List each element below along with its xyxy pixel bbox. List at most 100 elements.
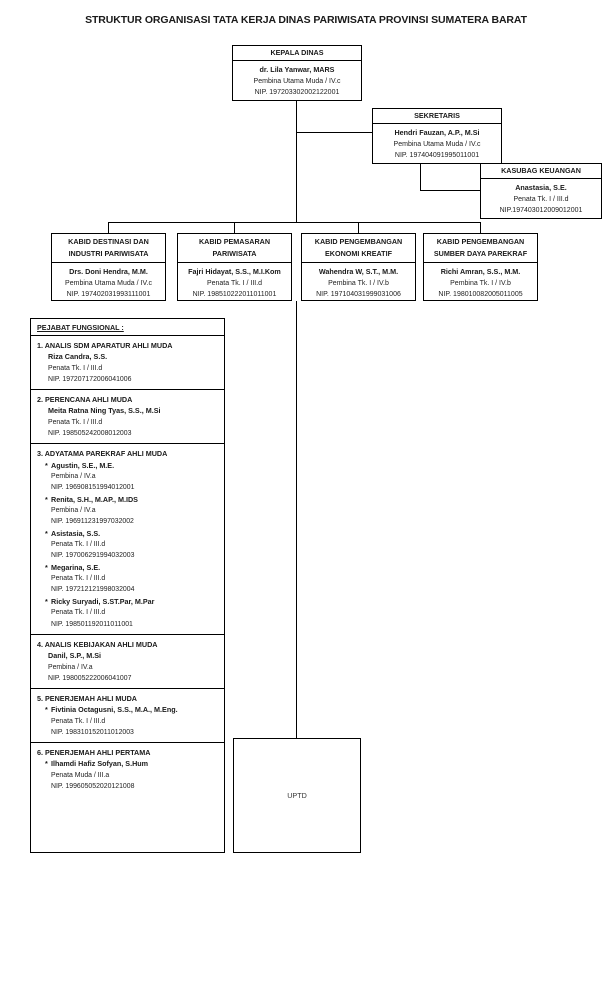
panel-pejabat-fungsional-heading: PEJABAT FUNGSIONAL : bbox=[31, 319, 224, 336]
fungsional-person-name: *Renita, S.H., M.AP., M.IDS bbox=[45, 494, 224, 506]
node-uptd-label: UPTD bbox=[287, 791, 307, 800]
fungsional-person: *Asistasia, S.S. Penata Tk. I / III.d NI… bbox=[31, 528, 224, 562]
fungsional-person-name-text: Asistasia, S.S. bbox=[51, 528, 101, 538]
fungsional-group-title: 5. PENERJEMAH AHLI MUDA bbox=[37, 693, 137, 703]
fungsional-person-name-text: Ricky Suryadi, S.ST.Par, M.Par bbox=[51, 596, 155, 606]
fungsional-person-name: *Ilhamdi Hafiz Sofyan, S.Hum bbox=[45, 758, 224, 770]
node-kepala-dinas-name: dr. Lila Yanwar, MARS bbox=[259, 65, 335, 74]
fungsional-person-name: *Megarina, S.E. bbox=[45, 562, 224, 574]
fungsional-person-rank: Penata Tk. I / III.d bbox=[51, 717, 106, 725]
node-bidang-4-body: Richi Amran, S.S., M.M. Pembina Tk. I / … bbox=[424, 263, 537, 300]
fungsional-group: 5. PENERJEMAH AHLI MUDA *Fivtinia Octagu… bbox=[31, 689, 224, 744]
node-kasubag-keuangan-heading: KASUBAG KEUANGAN bbox=[481, 164, 601, 179]
node-bidang-3-heading-line2: EKONOMI KREATIF bbox=[325, 249, 392, 258]
node-bidang-4-rank: Pembina Tk. I / IV.b bbox=[450, 279, 511, 287]
connector-kepala-to-sekretaris bbox=[296, 132, 373, 134]
connector-bidang-drop-1 bbox=[108, 222, 110, 234]
fungsional-person-nip: NIP. 198501192011011001 bbox=[51, 620, 133, 628]
fungsional-person-rank: Penata Tk. I / III.d bbox=[48, 364, 103, 372]
fungsional-group: 2. PERENCANA AHLI MUDA Meita Ratna Ning … bbox=[31, 390, 224, 445]
node-kasubag-keuangan[interactable]: KASUBAG KEUANGAN Anastasia, S.E. Penata … bbox=[480, 163, 602, 219]
node-kasubag-keuangan-nip: NIP.197403012009012001 bbox=[499, 206, 583, 214]
fungsional-person: *Ricky Suryadi, S.ST.Par, M.Par Penata T… bbox=[31, 596, 224, 630]
bullet-asterisk: * bbox=[45, 596, 48, 606]
fungsional-person-nip: NIP. 197212121998032004 bbox=[51, 586, 135, 594]
fungsional-person-name-text: Fivtinia Octagusni, S.S., M.A., M.Eng. bbox=[51, 705, 178, 715]
node-kepala-dinas-nip: NIP. 197203302002122001 bbox=[254, 88, 340, 96]
fungsional-group-title: 3. ADYATAMA PAREKRAF AHLI MUDA bbox=[37, 449, 168, 459]
node-bidang-1-rank: Pembina Utama Muda / IV.c bbox=[65, 279, 152, 287]
node-kasubag-keuangan-name: Anastasia, S.E. bbox=[515, 183, 567, 192]
node-bidang-4-heading-line1: KABID PENGEMBANGAN bbox=[436, 237, 525, 247]
fungsional-group: 6. PENERJEMAH AHLI PERTAMA *Ilhamdi Hafi… bbox=[31, 743, 224, 796]
fungsional-person: *Agustin, S.E., M.E. Pembina / IV.a NIP.… bbox=[31, 460, 224, 494]
fungsional-person: *Fivtinia Octagusni, S.S., M.A., M.Eng. … bbox=[31, 704, 224, 738]
fungsional-group: 1. ANALIS SDM APARATUR AHLI MUDA Riza Ca… bbox=[31, 336, 224, 391]
fungsional-person-name-text: Agustin, S.E., M.E. bbox=[51, 460, 115, 470]
fungsional-person-name-text: Ilhamdi Hafiz Sofyan, S.Hum bbox=[51, 759, 149, 769]
fungsional-group: 4. ANALIS KEBIJAKAN AHLI MUDA Danil, S.P… bbox=[31, 635, 224, 689]
connector-bidang-drop-2 bbox=[234, 222, 236, 234]
node-kepala-dinas-rank: Pembina Utama Muda / IV.c bbox=[253, 77, 341, 85]
fungsional-person-nip: NIP. 196908151994012001 bbox=[51, 484, 135, 492]
node-bidang-3-heading-line1: KABID PENGEMBANGAN bbox=[314, 237, 403, 247]
node-bidang-4-heading-line2: SUMBER DAYA PAREKRAF bbox=[433, 249, 528, 258]
node-bidang-4-nip: NIP. 198010082005011005 bbox=[438, 290, 523, 298]
connector-bidang-drop-3 bbox=[358, 222, 360, 234]
fungsional-person-nip: NIP. 198310152011012003 bbox=[51, 728, 134, 736]
fungsional-person: *Renita, S.H., M.AP., M.IDS Pembina / IV… bbox=[31, 494, 224, 528]
bullet-asterisk: * bbox=[45, 460, 48, 470]
node-kepala-dinas-body: dr. Lila Yanwar, MARS Pembina Utama Muda… bbox=[233, 61, 361, 98]
node-kasubag-keuangan-rank: Penata Tk. I / III.d bbox=[513, 195, 569, 203]
node-sekretaris-name: Hendri Fauzan, A.P., M.Si bbox=[394, 128, 480, 137]
fungsional-person: Meita Ratna Ning Tyas, S.S., M.Si Penata… bbox=[31, 405, 224, 439]
pejabat-fungsional-groups: 1. ANALIS SDM APARATUR AHLI MUDA Riza Ca… bbox=[31, 336, 224, 796]
node-bidang-3[interactable]: KABID PENGEMBANGAN EKONOMI KREATIF Wahen… bbox=[301, 233, 416, 301]
fungsional-person: Riza Candra, S.S. Penata Tk. I / III.d N… bbox=[31, 351, 224, 385]
fungsional-person-rank: Pembina / IV.a bbox=[51, 473, 96, 481]
bullet-asterisk: * bbox=[45, 705, 48, 715]
node-bidang-1[interactable]: KABID DESTINASI DAN INDUSTRI PARIWISATA … bbox=[51, 233, 166, 301]
fungsional-person-rank: Penata Tk. I / III.d bbox=[51, 575, 106, 583]
node-bidang-4-name: Richi Amran, S.S., M.M. bbox=[440, 267, 521, 276]
node-bidang-1-name: Drs. Doni Hendra, M.M. bbox=[69, 267, 148, 276]
fungsional-person-name-text: Renita, S.H., M.AP., M.IDS bbox=[51, 494, 138, 504]
fungsional-group-title: 6. PENERJEMAH AHLI PERTAMA bbox=[37, 748, 151, 758]
fungsional-group-title: 2. PERENCANA AHLI MUDA bbox=[37, 395, 133, 405]
node-kepala-dinas-heading: KEPALA DINAS bbox=[233, 46, 361, 61]
fungsional-person-name: *Agustin, S.E., M.E. bbox=[45, 460, 224, 472]
fungsional-person-nip: NIP. 198005222006041007 bbox=[48, 674, 132, 682]
node-bidang-2-nip: NIP. 198510222011011001 bbox=[192, 290, 277, 298]
node-bidang-3-name: Wahendra W, S.T., M.M. bbox=[318, 267, 399, 276]
node-uptd[interactable]: UPTD bbox=[233, 738, 361, 853]
node-bidang-2-heading-line1: KABID PEMASARAN bbox=[198, 237, 271, 247]
fungsional-group-title: 1. ANALIS SDM APARATUR AHLI MUDA bbox=[37, 341, 173, 350]
node-bidang-2-body: Fajri Hidayat, S.S., M.I.Kom Penata Tk. … bbox=[178, 263, 291, 300]
fungsional-person-nip: NIP. 199605052020121008 bbox=[51, 783, 135, 791]
node-kepala-dinas[interactable]: KEPALA DINAS dr. Lila Yanwar, MARS Pembi… bbox=[232, 45, 362, 101]
node-bidang-3-nip: NIP. 197104031999031006 bbox=[316, 290, 401, 298]
fungsional-person-name: *Fivtinia Octagusni, S.S., M.A., M.Eng. bbox=[45, 704, 224, 716]
node-bidang-3-heading: KABID PENGEMBANGAN EKONOMI KREATIF bbox=[302, 234, 415, 263]
node-sekretaris-nip: NIP. 197404091995011001 bbox=[394, 151, 480, 159]
fungsional-group-title: 4. ANALIS KEBIJAKAN AHLI MUDA bbox=[37, 639, 158, 649]
panel-pejabat-fungsional: PEJABAT FUNGSIONAL : 1. ANALIS SDM APARA… bbox=[30, 318, 225, 853]
node-bidang-2[interactable]: KABID PEMASARAN PARIWISATA Fajri Hidayat… bbox=[177, 233, 292, 301]
fungsional-person-nip: NIP. 197207172006041006 bbox=[48, 376, 132, 383]
node-bidang-1-heading-line1: KABID DESTINASI DAN bbox=[68, 237, 149, 247]
node-bidang-4[interactable]: KABID PENGEMBANGAN SUMBER DAYA PAREKRAF … bbox=[423, 233, 538, 301]
fungsional-group: 3. ADYATAMA PAREKRAF AHLI MUDA *Agustin,… bbox=[31, 444, 224, 635]
fungsional-person: *Megarina, S.E. Penata Tk. I / III.d NIP… bbox=[31, 562, 224, 596]
node-sekretaris-body: Hendri Fauzan, A.P., M.Si Pembina Utama … bbox=[373, 124, 501, 161]
bullet-asterisk: * bbox=[45, 562, 48, 572]
fungsional-person-name: Danil, S.P., M.Si bbox=[48, 650, 101, 660]
fungsional-person-rank: Penata Tk. I / III.d bbox=[51, 609, 106, 617]
node-bidang-1-nip: NIP. 197402031993111001 bbox=[66, 290, 151, 298]
node-sekretaris-rank: Pembina Utama Muda / IV.c bbox=[393, 140, 481, 148]
node-sekretaris[interactable]: SEKRETARIS Hendri Fauzan, A.P., M.Si Pem… bbox=[372, 108, 502, 164]
node-bidang-2-name: Fajri Hidayat, S.S., M.I.Kom bbox=[188, 267, 281, 276]
bullet-asterisk: * bbox=[45, 494, 48, 504]
node-bidang-1-heading: KABID DESTINASI DAN INDUSTRI PARIWISATA bbox=[52, 234, 165, 263]
fungsional-person-rank: Penata Muda / III.a bbox=[51, 771, 110, 779]
